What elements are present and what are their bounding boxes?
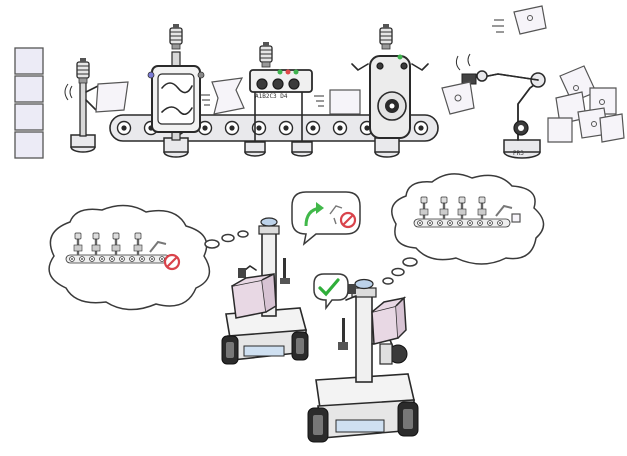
prohibited-icon [339,211,357,229]
check-mark-icon [318,278,340,297]
sheet-output-pile [547,65,625,143]
mobile-robot-back [221,217,309,365]
mini-pipeline-right [413,196,521,228]
speech-bubble-success [313,273,349,311]
wheel [221,335,239,365]
speed-lines-2 [314,95,324,107]
gripper-station [351,23,429,158]
sheet-in-transit-3 [329,89,361,115]
thought-cloud-right [382,173,545,285]
sheet-held-by-arm [441,81,475,115]
machine-tag: A1B2C3 D4 [255,93,288,100]
pressing-station: A1B2C3 D4 [244,41,313,157]
folding-station [147,23,205,158]
speech-bubble-retry [291,191,361,246]
speed-lines-1 [200,94,210,106]
prohibited-icon [163,253,181,271]
mobile-robot-front [307,278,419,443]
wheel [397,401,419,437]
sheet-in-transit-1 [95,81,129,113]
robotic-arm: PR3 [455,53,546,159]
robot-arm-base-label: PR3 [513,150,524,157]
sheet-in-transit-2 [211,77,245,115]
wheel [291,331,309,361]
stacked-paper-sheets [14,47,44,159]
curved-arrow-icon [304,202,324,227]
thought-cloud-left [48,204,249,311]
wheel [307,407,329,443]
sheet-thrown [492,5,547,35]
